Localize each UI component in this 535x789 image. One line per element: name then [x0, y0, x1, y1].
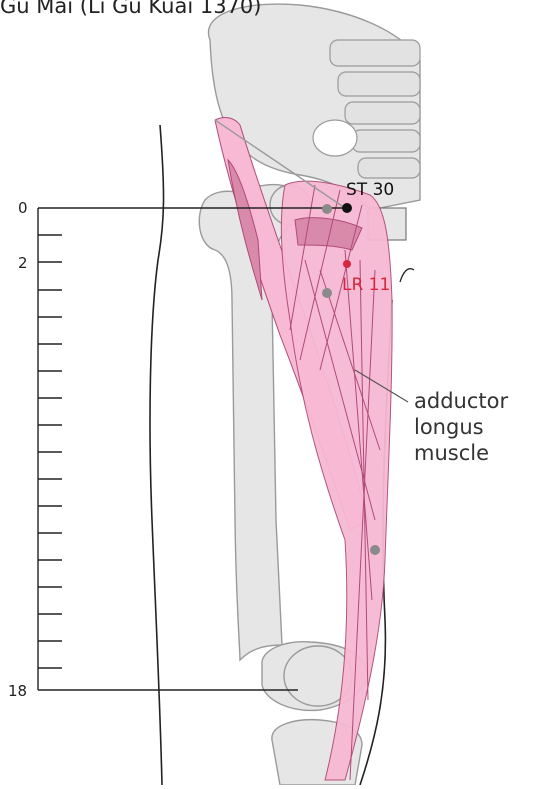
lr11-label: LR 11 [342, 275, 390, 295]
muscle-label-line3: muscle [414, 440, 508, 466]
adductor-longus-label: adductor longus muscle [414, 388, 508, 466]
obturator-foramen [313, 120, 357, 156]
muscle-label-line2: longus [414, 414, 508, 440]
grey-dot-knee [370, 545, 380, 555]
muscle-label-line1: adductor [414, 388, 508, 414]
st30-point [342, 203, 352, 213]
grey-dot-hip [322, 204, 332, 214]
scale-label-0: 0 [18, 199, 28, 217]
st30-label: ST 30 [346, 180, 394, 200]
diagram-caption: Gu Mai (Li Gu Kuai 1370) [0, 0, 261, 18]
body-outline-left [150, 125, 164, 785]
lr11-curve-mark [400, 269, 414, 282]
grey-dot-thigh [322, 288, 332, 298]
scale-label-18: 18 [8, 682, 27, 700]
scale-label-2: 2 [18, 254, 28, 272]
lr11-point [343, 260, 351, 268]
